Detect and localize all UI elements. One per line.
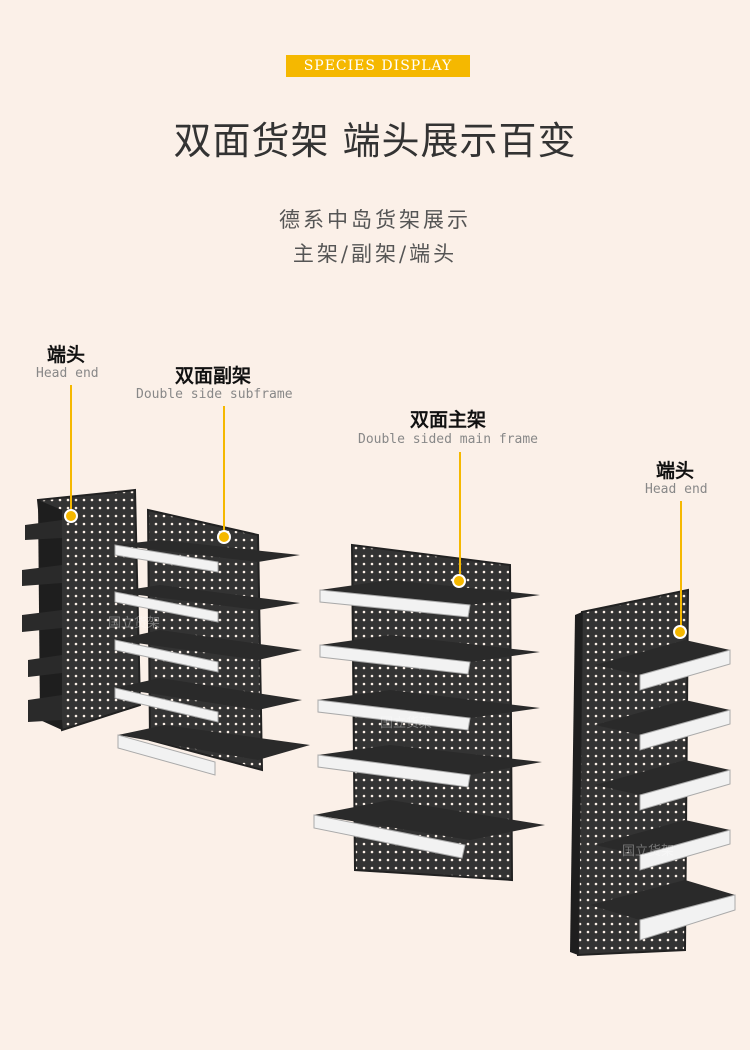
subtitle-line1: 德系中岛货架展示 xyxy=(279,208,471,232)
callout-pointer-line xyxy=(70,385,72,510)
callout-dot xyxy=(64,509,78,523)
callout-head-end-left-en: Head end xyxy=(36,366,99,381)
callout-dot xyxy=(217,530,231,544)
page-title: 双面货架 端头展示百变 xyxy=(173,119,577,163)
callout-pointer-line xyxy=(223,406,225,531)
watermark-logo: 国立货架 xyxy=(108,616,161,631)
callout-head-end-right-cn: 端头 xyxy=(656,460,695,482)
species-display-badge: SPECIES DISPLAY xyxy=(286,55,470,77)
callout-head-end-right-en: Head end xyxy=(645,482,708,497)
watermark-logo: 国立货架 xyxy=(622,844,675,859)
callout-dot xyxy=(673,625,687,639)
callout-pointer-line xyxy=(459,452,461,574)
watermark-logo: 国立货架 xyxy=(380,716,433,731)
double-sided-main-frame-shelf xyxy=(313,543,545,882)
callout-main-frame-en: Double sided main frame xyxy=(358,432,539,447)
head-end-shelf-right xyxy=(570,588,736,957)
callout-subframe-cn: 双面副架 xyxy=(175,365,252,387)
callout-head-end-left-cn: 端头 xyxy=(47,344,86,366)
callout-pointer-line xyxy=(680,501,682,626)
subtitle-line2: 主架/副架/端头 xyxy=(292,242,458,266)
callout-subframe-en: Double side subframe xyxy=(136,387,293,402)
callout-dot xyxy=(452,574,466,588)
double-side-subframe-shelf xyxy=(114,508,310,776)
callout-main-frame-cn: 双面主架 xyxy=(410,409,487,431)
